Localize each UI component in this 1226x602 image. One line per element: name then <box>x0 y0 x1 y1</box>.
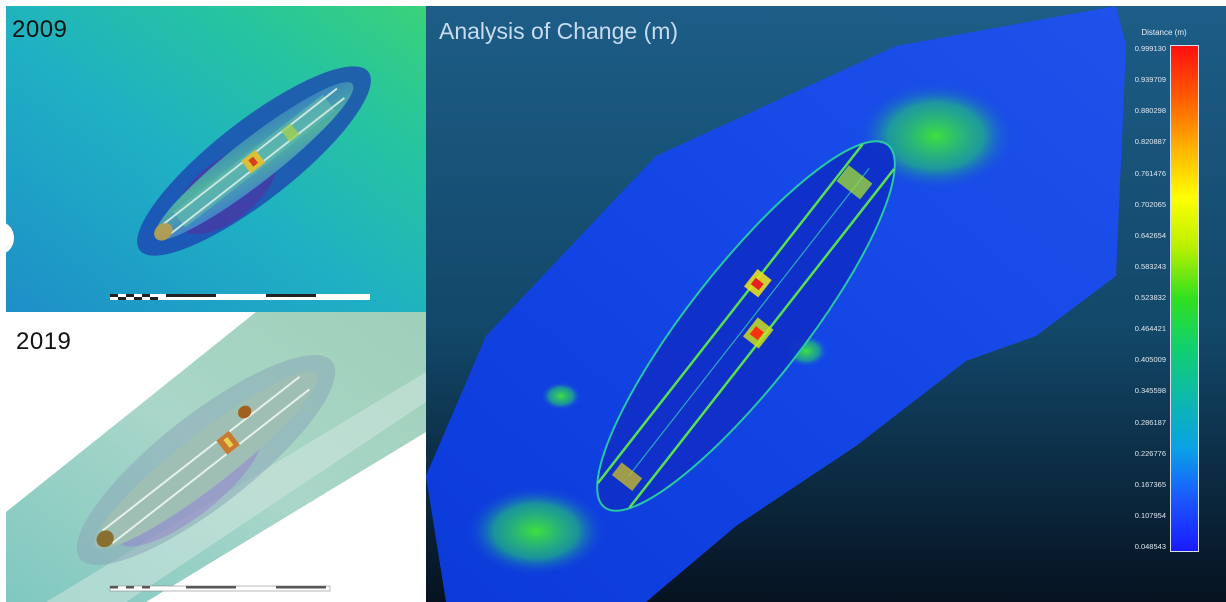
colorbar-tick-label: 0.405009 <box>1134 355 1166 365</box>
colorbar <box>1170 45 1199 552</box>
year-label-2019: 2019 <box>16 328 72 355</box>
scale-bar <box>110 294 370 300</box>
bathymetry-2019-image <box>6 312 426 602</box>
colorbar-tick-label: 0.345598 <box>1134 386 1166 396</box>
colorbar-tick-label: 0.523832 <box>1134 293 1166 302</box>
colorbar-tick-label: 0.761476 <box>1134 168 1166 178</box>
colorbar-tick-label: 0.939709 <box>1134 75 1166 85</box>
colorbar-tick-label: 0.999130 <box>1134 44 1166 53</box>
colorbar-title: Distance (m) <box>1141 28 1187 37</box>
colorbar-tick-label: 0.702065 <box>1134 199 1166 209</box>
change-map-title: Analysis of Change (m) <box>439 18 679 44</box>
colorbar-tick-label: 0.464421 <box>1134 324 1166 334</box>
colorbar-tick-label: 0.226776 <box>1134 448 1166 458</box>
scale-bar <box>109 585 331 592</box>
bathymetry-2009-image <box>6 6 426 312</box>
panel-analysis-of-change: Analysis of Change (m) Distance (m) 0.99… <box>426 6 1226 602</box>
colorbar-tick-label: 0.642654 <box>1134 230 1166 240</box>
change-map-image <box>426 6 1226 602</box>
panel-2009: 2009 <box>6 6 426 312</box>
year-label-2009: 2009 <box>12 16 68 43</box>
colorbar-tick-label: 0.880298 <box>1134 106 1166 116</box>
colorbar-tick-label: 0.167365 <box>1134 479 1166 489</box>
colorbar-tick-label: 0.583243 <box>1134 261 1166 271</box>
colorbar-tick-label: 0.286187 <box>1134 417 1166 427</box>
colorbar-tick-label: 0.048543 <box>1134 542 1166 551</box>
colorbar-tick-label: 0.820887 <box>1134 137 1166 147</box>
colorbar-tick-label: 0.107954 <box>1134 510 1166 520</box>
panel-2019: 2019 <box>6 312 426 602</box>
